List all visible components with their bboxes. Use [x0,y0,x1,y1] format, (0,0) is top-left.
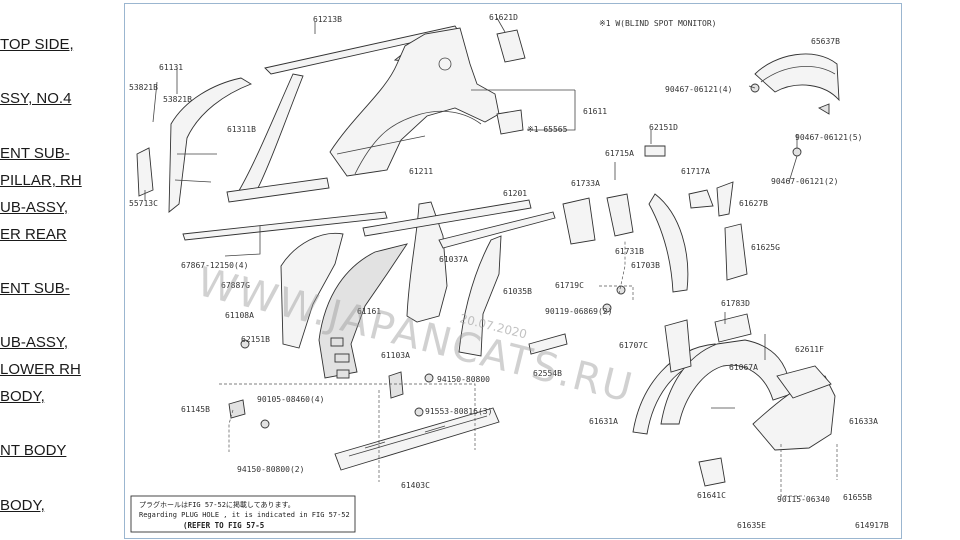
fasteners-drawing [228,285,626,429]
part-label: 61037A [439,255,468,264]
part-label: 62151D [649,123,678,132]
part-label: 67867-12150(4) [181,261,248,270]
part-label: 94150-80800 [437,375,490,384]
part-label: 61707C [619,341,648,350]
part-label: 90467-06121(5) [795,133,862,142]
part-label: 53821B [129,83,158,92]
inner-pillar-group-drawing [280,199,556,379]
sidebar-link-7[interactable]: ENT SUB- [0,280,70,297]
part-label: 62151B [241,335,270,344]
part-label: 61633A [849,417,878,426]
parts-diagram-panel: .ln { stroke:#444; stroke-width:0.8; fil… [124,3,902,539]
figure-id: 614917B [855,521,889,530]
part-label: 67887G [221,281,250,290]
part-labels: 61213B 61621D 53821B 61131 53821B 61311B… [129,13,878,530]
part-label: 91553-80816(3) [425,407,492,416]
part-label: 61783D [721,299,750,308]
part-label: 61145B [181,405,210,414]
part-label: 61635E [737,521,766,530]
sidebar-link-12[interactable]: BODY, [0,497,45,514]
part-label: ※1 65565 [527,125,568,134]
fender-liner-drawing [750,53,840,157]
part-label: 61311B [227,125,256,134]
sidebar: TOP SIDE, SSY, NO.4 ENT SUB- PILLAR, RH … [0,0,122,540]
part-label: 61201 [503,189,527,198]
plug-note-line3: (REFER TO FIG 57-5 [183,521,264,530]
sidebar-link-6[interactable]: ER REAR [0,226,67,243]
front-pillar-drawing [136,77,253,213]
part-label: 61731B [615,247,644,256]
wheelhouse-drawing [632,339,836,451]
part-label: 61631A [589,417,618,426]
sidebar-link-4[interactable]: PILLAR, RH [0,172,82,189]
part-label: 61161 [357,307,381,316]
part-label: 61103A [381,351,410,360]
part-label: 61719C [555,281,584,290]
part-label: 90467-06121(2) [771,177,838,186]
part-label: 61611 [583,107,607,116]
rocker-moulding-drawing [182,211,388,257]
sidebar-link-3[interactable]: ENT SUB- [0,145,70,162]
part-label: 61733A [571,179,600,188]
sidebar-link-1[interactable]: TOP SIDE, [0,36,74,53]
part-label: 61067A [729,363,758,372]
sidebar-link-10[interactable]: BODY, [0,388,45,405]
part-label: 61211 [409,167,433,176]
sidebar-link-11[interactable]: NT BODY [0,442,67,459]
right-margin [902,0,960,540]
leader-lines [144,17,838,497]
part-label: 90119-06869(2) [545,307,612,316]
part-label: 90115-06340 [777,495,830,504]
sidebar-link-9[interactable]: LOWER RH [0,361,81,378]
part-label: 61625G [751,243,780,252]
plug-note-line1: プラグホールはFIG 57-52に掲載してあります。 [139,500,295,509]
part-label: 62554B [533,369,562,378]
part-label: 55713C [129,199,158,208]
center-pillar-drawing [226,73,330,203]
blind-spot-note: ※1 W(BLIND SPOT MONITOR) [599,19,716,28]
part-label: 61035B [503,287,532,296]
parts-diagram: .ln { stroke:#444; stroke-width:0.8; fil… [129,13,889,533]
part-label: 90467-06121(4) [665,85,732,94]
part-label: 61641C [697,491,726,500]
part-label: 61108A [225,311,254,320]
part-label: 61703B [631,261,660,270]
plug-note-line2: Regarding PLUG HOLE , it is indicated in… [139,511,350,519]
part-label: 61627B [739,199,768,208]
back-panel-brackets-drawing [496,29,752,487]
part-label: 53821B [163,95,192,104]
sidebar-link-5[interactable]: UB-ASSY, [0,199,69,216]
part-label: 61717A [681,167,710,176]
sidebar-link-2[interactable]: SSY, NO.4 [0,90,72,107]
rocker-reinforcement-drawing [334,333,568,471]
part-label: 61213B [313,15,342,24]
part-label: 61621D [489,13,518,22]
part-label: 94150-80800(2) [237,465,304,474]
part-label: 61403C [401,481,430,490]
sidebar-link-8[interactable]: UB-ASSY, [0,334,69,351]
part-label: 65637B [811,37,840,46]
part-label: 62611F [795,345,824,354]
quarter-panel-drawing [329,27,500,177]
part-label: 61131 [159,63,183,72]
part-label: 90105-08460(4) [257,395,324,404]
plug-hole-note: プラグホールはFIG 57-52に掲載してあります。 Regarding PLU… [130,495,356,533]
part-label: 61655B [843,493,872,502]
part-label: 61715A [605,149,634,158]
